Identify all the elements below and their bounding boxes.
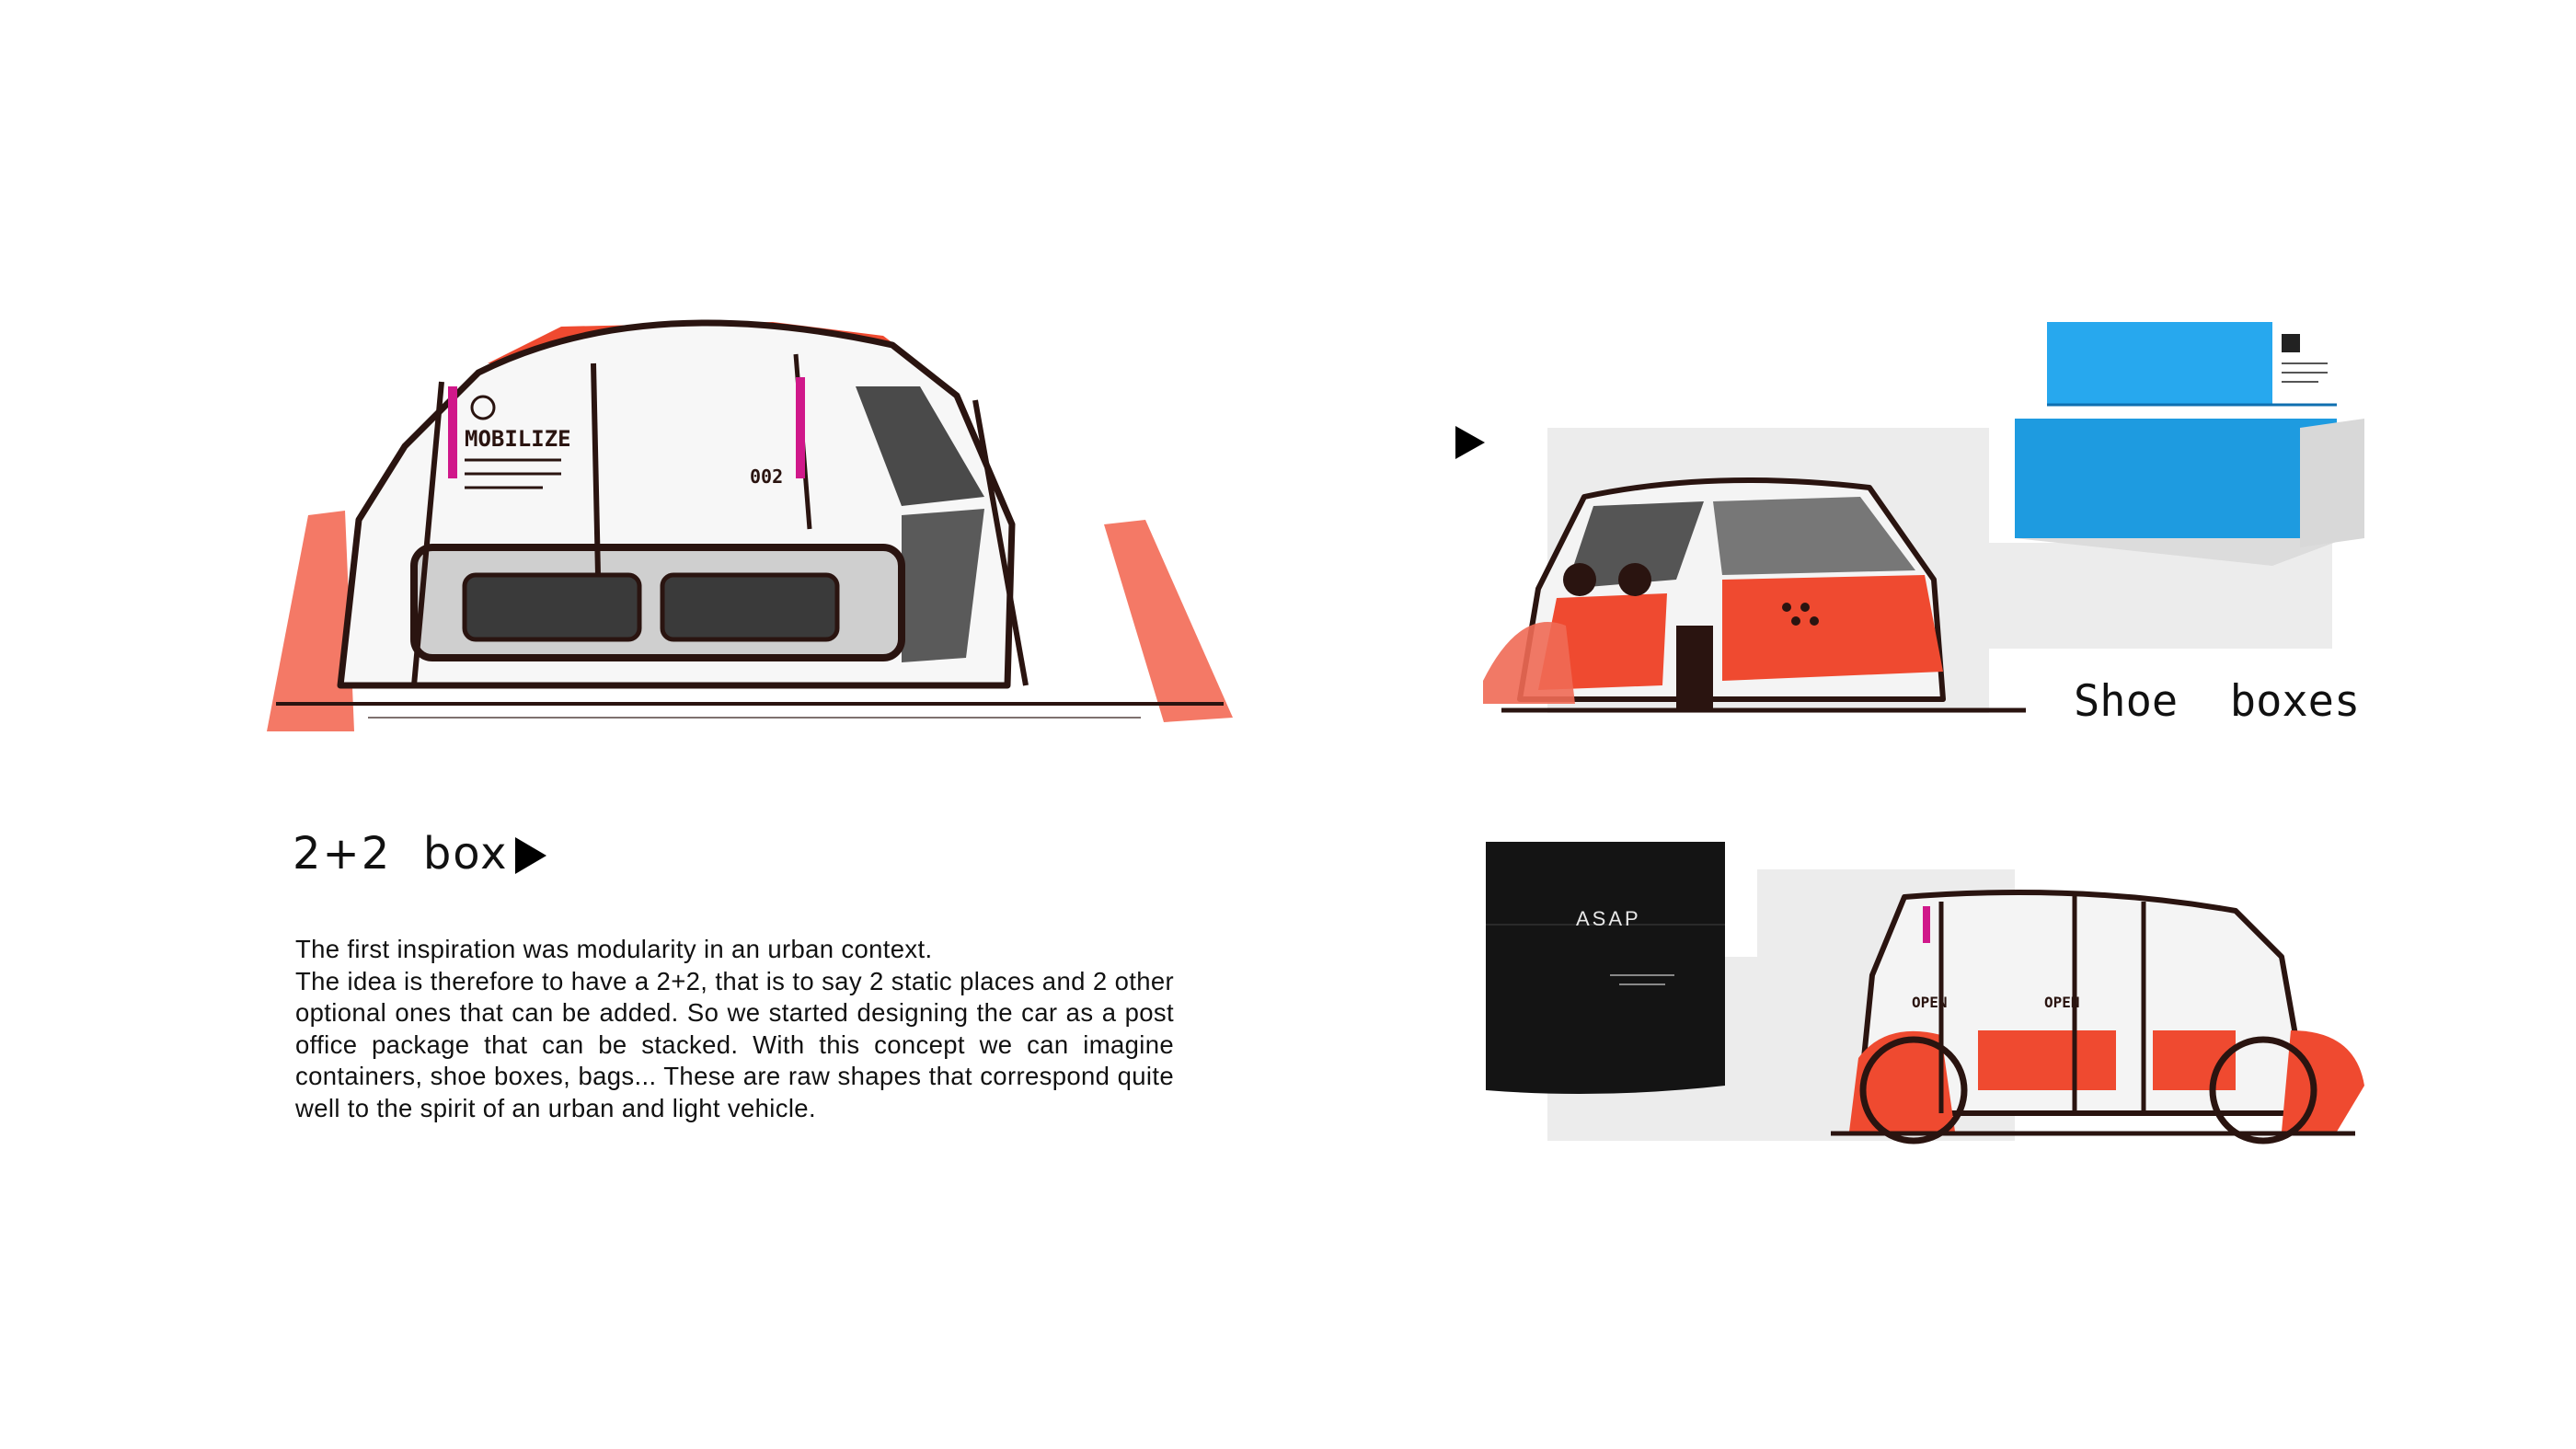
sketch-code-text: 002 bbox=[750, 466, 783, 488]
black-bag-photo: ASAP bbox=[1486, 842, 1725, 1094]
car-front-sketch bbox=[1483, 477, 2026, 713]
play-arrow-icon bbox=[1455, 426, 1485, 459]
description-line-1: The first inspiration was modularity in … bbox=[295, 935, 933, 963]
play-arrow-icon bbox=[515, 837, 546, 874]
section-title: 2+2 box bbox=[293, 828, 509, 880]
car-rear-sketch: MOBILIZE 002 bbox=[267, 319, 1233, 731]
shoe-boxes-photo bbox=[2015, 322, 2364, 566]
bag-label: ASAP bbox=[1576, 907, 1641, 930]
description: The first inspiration was modularity in … bbox=[295, 934, 1174, 1124]
car-side-sketch: OPEN OPEN bbox=[1831, 890, 2364, 1144]
shoe-boxes-label: Shoe boxes bbox=[2074, 676, 2361, 727]
open-right-text: OPEN bbox=[2044, 994, 2080, 1011]
open-left-text: OPEN bbox=[1912, 994, 1948, 1011]
sketch-brand-text: MOBILIZE bbox=[465, 426, 571, 452]
description-line-2: The idea is therefore to have a 2+2, tha… bbox=[295, 966, 1174, 1122]
